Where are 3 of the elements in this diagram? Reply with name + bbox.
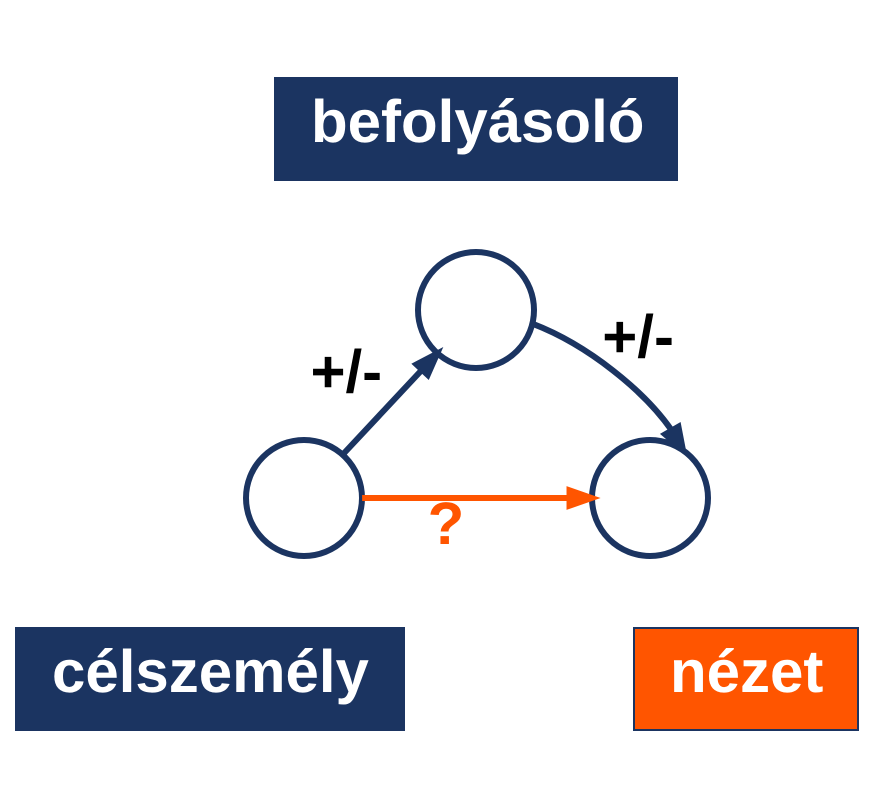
edge-label: +/- bbox=[310, 338, 382, 405]
edge-label: ? bbox=[428, 490, 464, 556]
edge-label: +/- bbox=[602, 302, 674, 370]
